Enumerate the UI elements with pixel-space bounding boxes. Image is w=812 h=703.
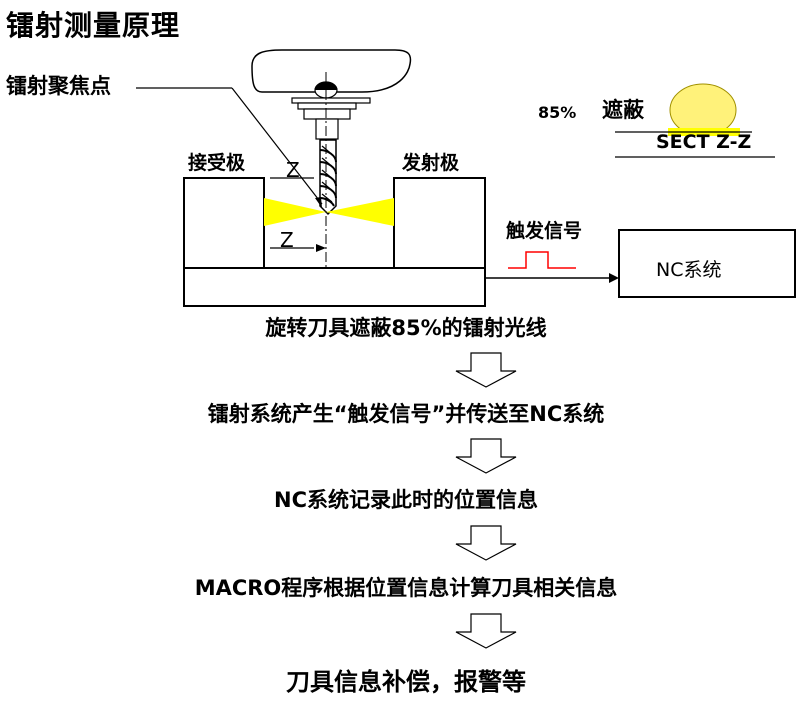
receiver-block [183, 177, 265, 269]
emitter-label: 发射极 [402, 152, 460, 174]
laser-beam-right [326, 198, 394, 226]
down-block-arrow-icon [455, 352, 517, 388]
receiver-label: 接受极 [188, 152, 246, 174]
flow-step-5: 刀具信息补偿，报警等 [286, 668, 526, 696]
focus-pointer-line [231, 87, 323, 205]
trigger-pulse-icon [508, 251, 576, 269]
sensor-base [183, 267, 486, 307]
end-mill-tool-icon [319, 139, 337, 216]
flow-step-4: MACRO程序根据位置信息计算刀具相关信息 [194, 576, 618, 600]
trigger-signal-label: 触发信号 [506, 220, 583, 242]
nc-system-label: NC系统 [656, 259, 722, 281]
flow-step-3: NC系统记录此时的位置信息 [274, 488, 538, 512]
z-axis-label-bottom: Z [280, 228, 294, 252]
down-block-arrow-icon [455, 613, 517, 649]
z-section-arrowhead [316, 244, 326, 252]
spindle-head-icon [251, 49, 412, 140]
nc-system-box [618, 229, 796, 298]
block-label: 遮蔽 [602, 98, 644, 122]
page-title: 镭射测量原理 [6, 9, 181, 42]
down-block-arrow-icon [455, 438, 517, 474]
down-block-arrow-icon [455, 525, 517, 561]
laser-beam-left [264, 198, 326, 226]
block-percent-label: 85% [538, 103, 577, 122]
focus-point-label: 镭射聚焦点 [6, 74, 111, 98]
focus-arrowhead [315, 197, 322, 208]
emitter-block [393, 177, 486, 269]
flow-step-2: 镭射系统产生“触发信号”并传送至NC系统 [207, 402, 605, 426]
signal-arrowhead [609, 273, 619, 283]
flow-step-1: 旋转刀具遮蔽85%的镭射光线 [265, 316, 547, 340]
z-axis-label-top: Z [286, 158, 300, 182]
section-label: SECT Z-Z [656, 131, 752, 153]
